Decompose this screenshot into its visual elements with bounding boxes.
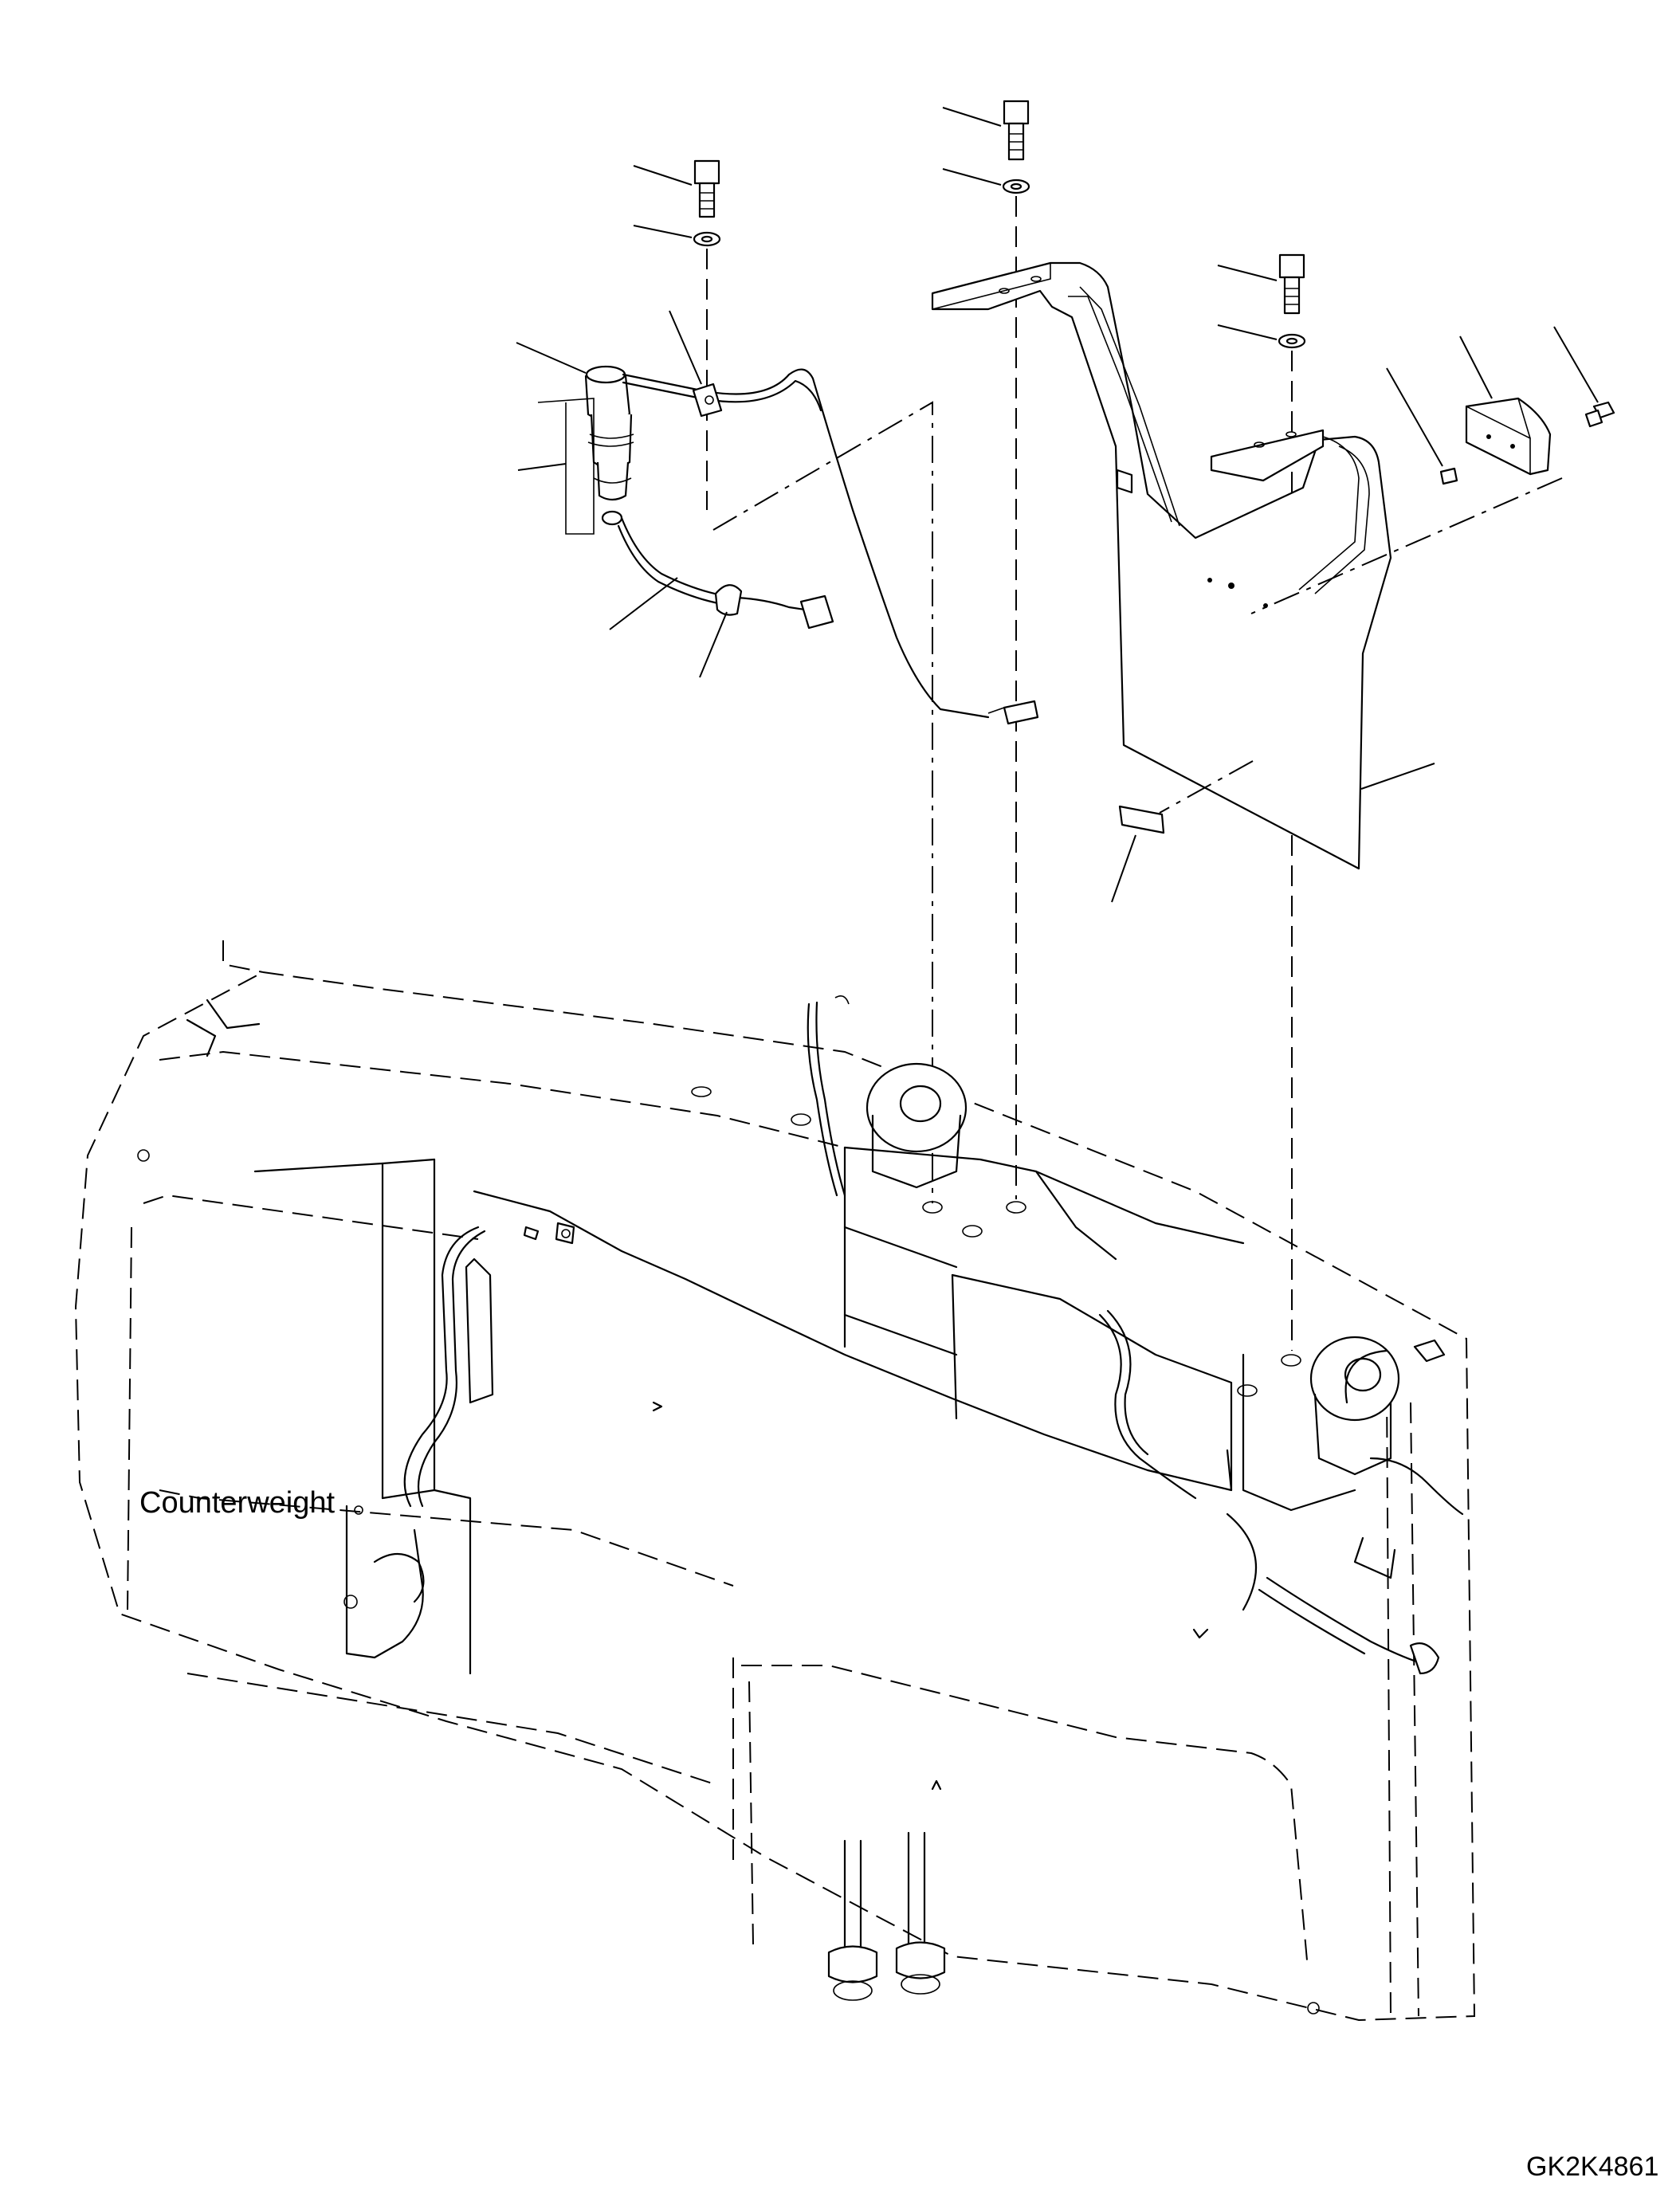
lifting-eye-right bbox=[1309, 1336, 1400, 1476]
leader-washer-left bbox=[633, 225, 693, 238]
cable-left-eye bbox=[807, 1002, 838, 1197]
leader-bracket bbox=[1360, 763, 1435, 790]
lifting-eye-left bbox=[866, 1062, 968, 1189]
bolt-left bbox=[693, 159, 720, 218]
leader-harness bbox=[609, 577, 678, 630]
drawing-number: GK2K4861 bbox=[1526, 2152, 1659, 2182]
leader-cable-tie bbox=[699, 611, 728, 678]
sensor-bracket-outline bbox=[537, 398, 595, 535]
leader-cover bbox=[1459, 335, 1493, 399]
leader-bolt-right bbox=[1217, 265, 1278, 281]
mark-circle bbox=[137, 1149, 150, 1162]
assembly-line-cover bbox=[1250, 477, 1563, 614]
leader-sensor-body bbox=[517, 463, 567, 471]
mounting-bracket bbox=[931, 261, 1392, 870]
mark-1 bbox=[652, 1401, 663, 1412]
leader-bolt-left bbox=[633, 165, 693, 186]
counterweight-body bbox=[74, 940, 1476, 2022]
assembly-line-pad bbox=[1159, 760, 1254, 814]
washer-middle bbox=[1002, 179, 1030, 194]
mark-3 bbox=[1192, 1628, 1209, 1639]
washer-left bbox=[693, 231, 721, 247]
frame-beam bbox=[253, 1146, 1356, 1675]
bottom-bolts bbox=[827, 1831, 946, 2001]
mark-circle-2 bbox=[1307, 2002, 1320, 2015]
leader-pad bbox=[1111, 834, 1136, 903]
cable-end-left bbox=[834, 995, 850, 1005]
cable-left-eye-2 bbox=[815, 1001, 846, 1197]
mounting-holes bbox=[691, 1086, 1301, 1397]
left-wiring bbox=[343, 1222, 575, 1659]
leader-washer-right bbox=[1217, 324, 1278, 340]
leader-spacer bbox=[1386, 367, 1443, 467]
assembly-line-sensor bbox=[712, 401, 933, 1203]
leader-bolt-middle bbox=[942, 107, 1002, 127]
right-wiring bbox=[1098, 1309, 1464, 1675]
mark-2 bbox=[931, 1779, 942, 1791]
leader-small-bolt bbox=[1553, 326, 1599, 403]
leader-washer-middle bbox=[942, 168, 1002, 186]
leader-sensor bbox=[516, 342, 587, 374]
bolt-right bbox=[1278, 253, 1305, 315]
small-bolt bbox=[1584, 401, 1615, 428]
wire-harness bbox=[617, 368, 1039, 725]
leader-harness-clamp bbox=[669, 310, 702, 385]
bolt-middle bbox=[1003, 100, 1030, 161]
rubber-pad bbox=[1118, 805, 1165, 834]
washer-right bbox=[1278, 333, 1306, 349]
counterweight-label: Counterweight bbox=[139, 1486, 336, 1520]
cover-block bbox=[1465, 397, 1552, 476]
sensor-unit bbox=[584, 365, 634, 526]
spacer-pin bbox=[1439, 467, 1458, 485]
